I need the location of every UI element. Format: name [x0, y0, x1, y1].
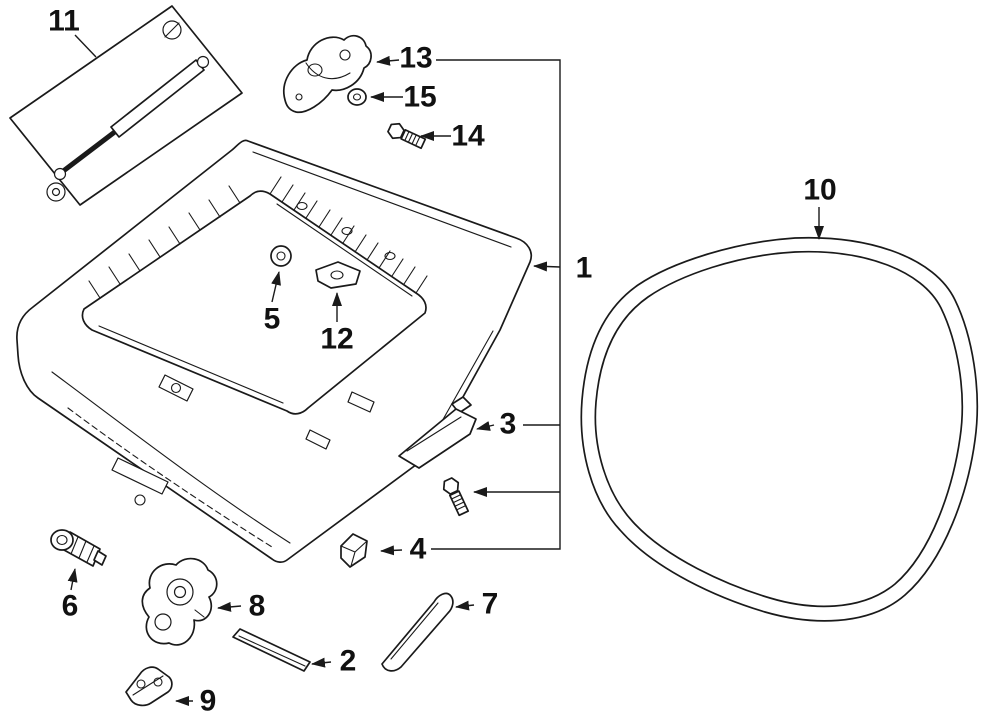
callout-3: 3	[500, 408, 517, 441]
stay-bracket	[315, 261, 361, 289]
panel-hatching-left	[88, 185, 241, 299]
callout-2: 2	[340, 645, 357, 678]
callout-13: 13	[399, 42, 432, 75]
callout-12: 12	[320, 323, 353, 356]
hinge-plate	[125, 666, 173, 707]
hinge-bracket	[283, 34, 372, 114]
callout-8: 8	[249, 590, 266, 623]
callout-9: 9	[200, 685, 217, 716]
callout-10: 10	[803, 174, 836, 207]
hinge-bolt	[387, 122, 427, 150]
callout-group-line	[74, 34, 561, 550]
latch-assembly	[141, 557, 218, 646]
callout-11: 11	[48, 5, 80, 38]
leader-lines	[67, 55, 824, 706]
hinge-grommet	[347, 88, 367, 106]
latch-opening	[158, 374, 194, 402]
striker-plate	[398, 396, 477, 469]
strut-inset-box	[9, 5, 243, 206]
callout-6: 6	[62, 590, 79, 623]
callout-labels: 1 2 3 4 5 6 7 8 9 10 11 12 13 14 15	[48, 5, 837, 716]
callout-4: 4	[410, 533, 427, 566]
trim-strip	[232, 628, 311, 672]
trim-clip	[340, 533, 368, 568]
license-recess	[111, 457, 169, 495]
callout-14: 14	[451, 120, 485, 153]
callout-5: 5	[264, 303, 281, 336]
callout-15: 15	[403, 81, 436, 114]
striker-bolt	[442, 477, 470, 517]
panel-hatching-top	[269, 176, 428, 294]
push-fastener	[50, 529, 107, 567]
guide-wedge	[381, 592, 454, 672]
callout-7: 7	[482, 588, 499, 621]
gas-strut-lift-support	[53, 55, 210, 181]
weatherstrip-seal	[580, 236, 979, 622]
callout-1: 1	[576, 252, 593, 285]
wiper-grommet	[270, 245, 292, 267]
